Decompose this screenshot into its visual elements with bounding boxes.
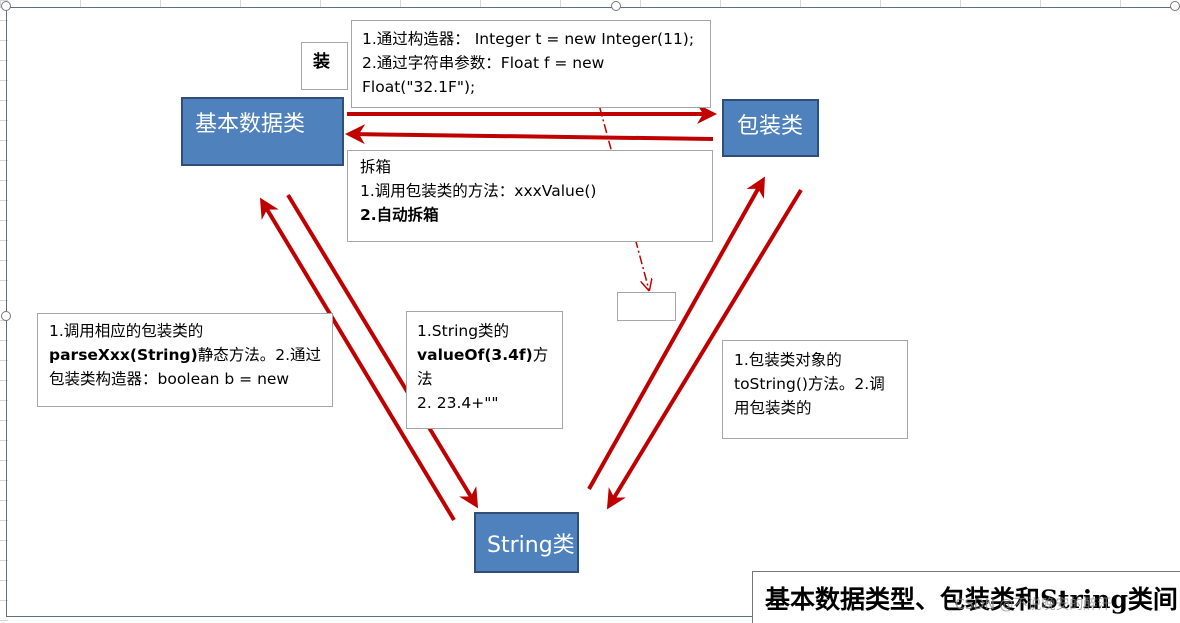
unboxing-method-1: 1.调用包装类的方法：xxxValue() — [360, 182, 597, 200]
boxing-method-1: 1.通过构造器： Integer t = new Integer(11); — [362, 30, 695, 48]
primitive-to-string-line-4: 2. 23.4+"" — [417, 394, 499, 412]
boxing-methods-box[interactable]: 1.通过构造器： Integer t = new Integer(11); 2.… — [351, 20, 711, 108]
primitive-type-node[interactable]: 基本数据类 — [181, 97, 344, 166]
primitive-to-string-line-3: 法 — [417, 370, 433, 388]
unboxing-methods-box[interactable]: 拆箱 1.调用包装类的方法：xxxValue() 2.自动拆箱 — [347, 150, 713, 242]
parse-method-name: parseXxx(String) — [49, 346, 198, 364]
spreadsheet-column-grid — [0, 0, 1180, 8]
unboxing-title: 拆箱 — [360, 158, 392, 176]
wrapper-to-string-box[interactable]: 1.包装类对象的 toString()方法。2.调 用包装类的 — [722, 340, 908, 439]
unboxing-arrow — [345, 124, 714, 145]
primitive-to-string-line-1: 1.String类的 — [417, 322, 510, 340]
resize-handle-middle-left[interactable] — [1, 311, 11, 321]
string-to-primitive-arrow — [259, 197, 456, 522]
wrapper-to-string-arrow — [606, 188, 803, 510]
diagram-caption-text: 基本数据类型、包装类和String类间 — [765, 585, 1178, 614]
csdn-watermark: CSDN @不说晚安的醉汗 — [955, 597, 1112, 613]
wrapper-class-label: 包装类 — [737, 114, 804, 139]
pointer-target-box[interactable] — [617, 292, 676, 321]
resize-handle-top-left[interactable] — [1, 1, 11, 11]
string-to-primitive-box[interactable]: 1.调用相应的包装类的 parseXxx(String)静态方法。2.通过 包装… — [37, 313, 333, 407]
wrapper-to-string-line-3: 用包装类的 — [734, 399, 812, 417]
diagram-caption[interactable]: 基本数据类型、包装类和String类间 — [752, 571, 1180, 623]
string-to-primitive-line-3: 包装类构造器：boolean b = new — [49, 370, 290, 388]
boxing-label-box[interactable]: 装 — [301, 42, 348, 90]
resize-handle-top-center[interactable] — [611, 1, 621, 11]
string-to-primitive-line-1: 1.调用相应的包装类的 — [49, 322, 204, 340]
boxing-method-2-cont: Float("32.1F"); — [362, 78, 476, 96]
primitive-to-string-arrow — [286, 193, 479, 509]
wrapper-to-string-line-1: 1.包装类对象的 — [734, 351, 842, 369]
wrapper-class-node[interactable]: 包装类 — [722, 99, 819, 157]
dashed-pointer-arrow — [590, 74, 649, 290]
primitive-to-string-box[interactable]: 1.String类的 valueOf(3.4f)方 法 2. 23.4+"" — [406, 311, 563, 429]
primitive-type-label: 基本数据类 — [195, 112, 306, 137]
string-to-wrapper-arrow — [587, 176, 765, 490]
string-class-label: String类 — [487, 533, 575, 558]
primitive-to-string-line-2: 方 — [532, 346, 549, 364]
string-class-node[interactable]: String类 — [474, 512, 579, 573]
boxing-method-2: 2.通过字符串参数：Float f = new — [362, 54, 605, 72]
boxing-label: 装 — [313, 52, 330, 72]
string-to-primitive-line-2: 静态方法。2.通过 — [197, 346, 322, 364]
valueof-method-name: valueOf(3.4f) — [417, 346, 533, 364]
unboxing-method-2: 2.自动拆箱 — [360, 206, 439, 224]
wrapper-to-string-line-2: toString()方法。2.调 — [734, 375, 885, 393]
